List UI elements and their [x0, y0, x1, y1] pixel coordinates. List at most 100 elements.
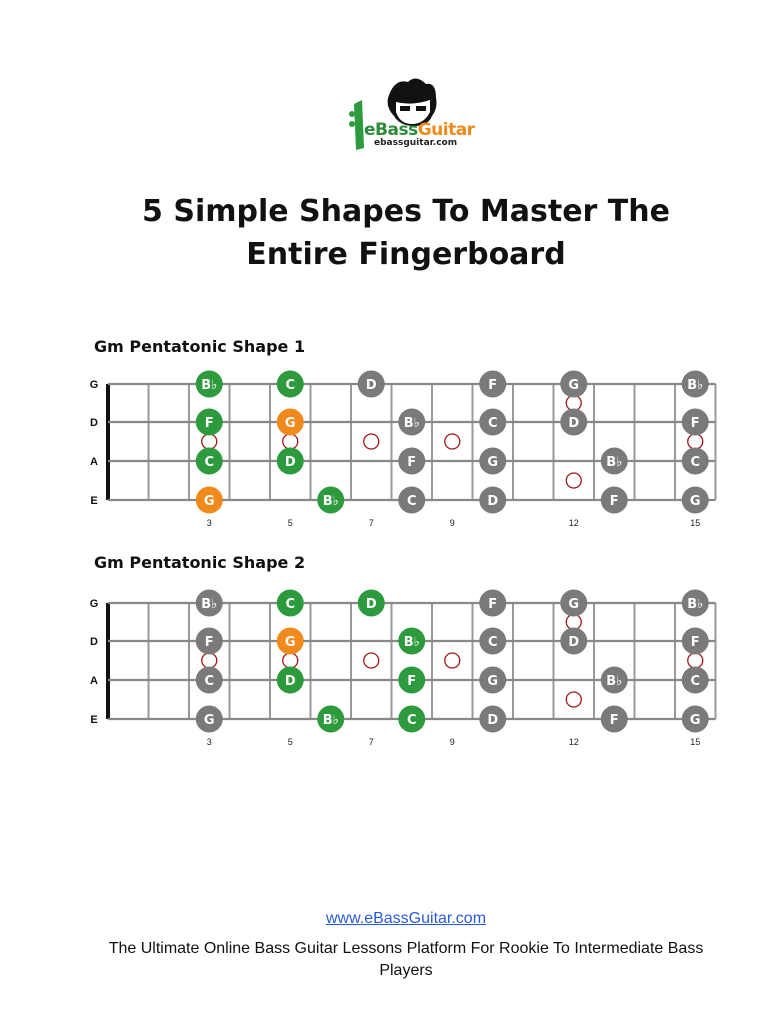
note-dot [195, 589, 223, 617]
note-label: D [487, 494, 498, 509]
note-label: C [285, 378, 295, 393]
note-dot [681, 627, 709, 655]
note-dot [479, 447, 507, 475]
note-dot [398, 627, 426, 655]
note-label: B♭ [323, 494, 339, 509]
note-label: C [204, 455, 214, 470]
note-dot [398, 705, 426, 733]
note-dot [560, 627, 588, 655]
diagram-2-title: Gm Pentatonic Shape 2 [94, 553, 306, 572]
page-title: 5 Simple Shapes To Master The Entire Fin… [84, 190, 728, 276]
note-label: B♭ [404, 416, 420, 431]
note-label: D [487, 713, 498, 728]
note-label: B♭ [404, 635, 420, 650]
note-label: B♭ [606, 455, 622, 470]
note-dot [681, 447, 709, 475]
string-label: G [90, 598, 99, 610]
note-label: G [204, 494, 215, 509]
note-label: G [285, 635, 296, 650]
fret-number: 9 [450, 518, 455, 528]
fret-position-marker [565, 394, 582, 412]
fret-position-marker [444, 652, 461, 669]
note-dot [600, 447, 628, 475]
note-dot [600, 666, 628, 694]
note-dot [195, 447, 223, 475]
note-dot [195, 408, 223, 436]
fret-position-marker [201, 652, 218, 669]
note-dot [398, 447, 426, 475]
string-label: E [90, 495, 97, 507]
string-label: D [90, 417, 98, 429]
fret-number: 7 [369, 518, 374, 528]
note-dot [479, 589, 507, 617]
logo-wordmark: eBassGuitar [364, 120, 475, 140]
fret-position-marker [282, 433, 299, 450]
note-label: C [690, 455, 700, 470]
note-label: F [610, 713, 619, 728]
note-label: F [407, 674, 416, 689]
note-label: D [285, 674, 296, 689]
note-dot [600, 705, 628, 733]
note-label: D [568, 416, 579, 431]
fret-position-marker [363, 433, 380, 450]
fret-number: 9 [450, 737, 455, 747]
note-label: F [610, 494, 619, 509]
fret-number: 3 [207, 518, 212, 528]
note-label: B♭ [201, 378, 217, 393]
fret-number: 5 [288, 737, 293, 747]
page-title-line-1: 5 Simple Shapes To Master The [142, 194, 670, 229]
note-label: G [204, 713, 215, 728]
note-dot [600, 486, 628, 514]
fret-number: 7 [369, 737, 374, 747]
fret-position-marker [565, 691, 582, 708]
note-dot [398, 486, 426, 514]
note-dot [195, 486, 223, 514]
logo-url: ebassguitar.com [374, 138, 458, 148]
note-dot [681, 666, 709, 694]
note-label: F [407, 455, 416, 470]
page-title-line-2: Entire Fingerboard [246, 237, 566, 272]
note-label: B♭ [606, 674, 622, 689]
fret-position-marker [282, 652, 299, 669]
diagram-1-title: Gm Pentatonic Shape 1 [94, 337, 306, 356]
note-label: G [487, 455, 498, 470]
note-dot [398, 408, 426, 436]
note-dot [195, 705, 223, 733]
note-dot [195, 370, 223, 398]
fret-number: 15 [690, 737, 700, 747]
note-label: F [488, 378, 497, 393]
website-link[interactable]: www.eBassGuitar.com [325, 910, 487, 927]
note-dot [681, 370, 709, 398]
note-label: C [488, 635, 498, 650]
string-label: A [90, 456, 98, 468]
fret-position-marker [565, 613, 582, 631]
note-dot [276, 408, 304, 436]
note-dot [276, 589, 304, 617]
note-dot [398, 666, 426, 694]
note-dot [479, 705, 507, 733]
note-dot [276, 666, 304, 694]
fret-number: 5 [288, 518, 293, 528]
note-dot [681, 705, 709, 733]
note-label: C [204, 674, 214, 689]
note-dot [560, 408, 588, 436]
note-label: F [691, 635, 700, 650]
note-dot [479, 408, 507, 436]
string-label: D [90, 636, 98, 648]
note-label: D [568, 635, 579, 650]
fret-number: 12 [569, 737, 579, 747]
note-label: D [366, 378, 377, 393]
string-label: E [90, 714, 97, 726]
note-label: G [487, 674, 498, 689]
note-label: F [488, 597, 497, 612]
note-label: B♭ [687, 597, 703, 612]
note-dot [357, 370, 385, 398]
note-dot [479, 627, 507, 655]
note-label: B♭ [687, 378, 703, 393]
note-dot [276, 370, 304, 398]
note-label: B♭ [201, 597, 217, 612]
footer-tagline: The Ultimate Online Bass Guitar Lessons … [108, 940, 704, 979]
note-dot [479, 486, 507, 514]
